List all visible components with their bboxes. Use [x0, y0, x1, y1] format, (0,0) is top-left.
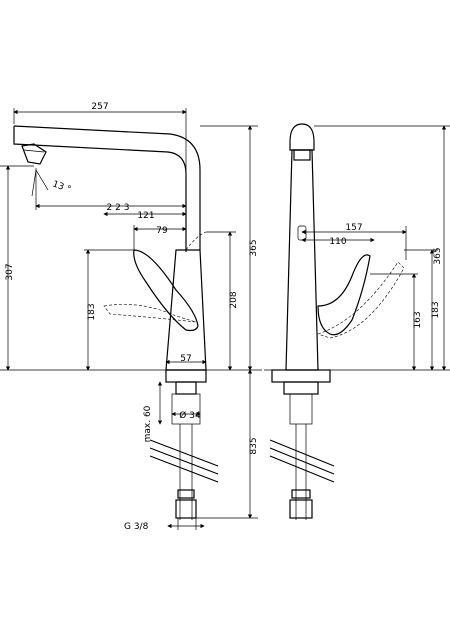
dim-257: 257: [91, 102, 108, 112]
front-view: 157 110 163 183 365: [264, 123, 450, 520]
dim-208: 208: [229, 291, 239, 308]
front-column: [285, 149, 319, 371]
front-base-plate: [271, 369, 331, 383]
front-lever-handle: [317, 254, 371, 336]
dim-13deg: 13 °: [51, 179, 72, 195]
dim-365-right: 365: [433, 247, 443, 264]
dim-223: 2 2 3: [107, 203, 130, 213]
dim-307: 307: [5, 263, 15, 280]
front-hose-fitting: [289, 499, 313, 519]
dim-d34: Ø 34: [179, 410, 201, 421]
lever-handle: [133, 249, 199, 332]
dim-365-left: 365: [249, 239, 259, 256]
dim-57: 57: [180, 354, 191, 364]
body-column: [165, 249, 207, 371]
spout-outline-upper: [13, 125, 201, 250]
side-view: 257 13 ° 2 2 3 121 79 307 183 208 365: [0, 102, 262, 532]
dim-max60: max. 60: [143, 405, 153, 442]
dim-835: 835: [249, 437, 259, 454]
mounting-nut: [171, 393, 201, 425]
spout-top: [289, 123, 315, 151]
spray-head: [21, 143, 47, 165]
dim-183-right: 183: [431, 301, 441, 318]
lever-swing-range: [103, 304, 197, 323]
front-mounting-nut: [289, 393, 313, 425]
dim-157: 157: [345, 223, 362, 233]
hose-fitting: [175, 499, 197, 519]
dim-110: 110: [329, 237, 346, 247]
dim-g38: G 3/8: [124, 522, 149, 532]
dim-79: 79: [156, 226, 168, 236]
base-plate: [165, 369, 207, 383]
front-lever-swing: [317, 261, 405, 339]
dim-121: 121: [137, 211, 154, 221]
dim-183-left: 183: [87, 303, 97, 320]
dim-163: 163: [413, 311, 423, 328]
